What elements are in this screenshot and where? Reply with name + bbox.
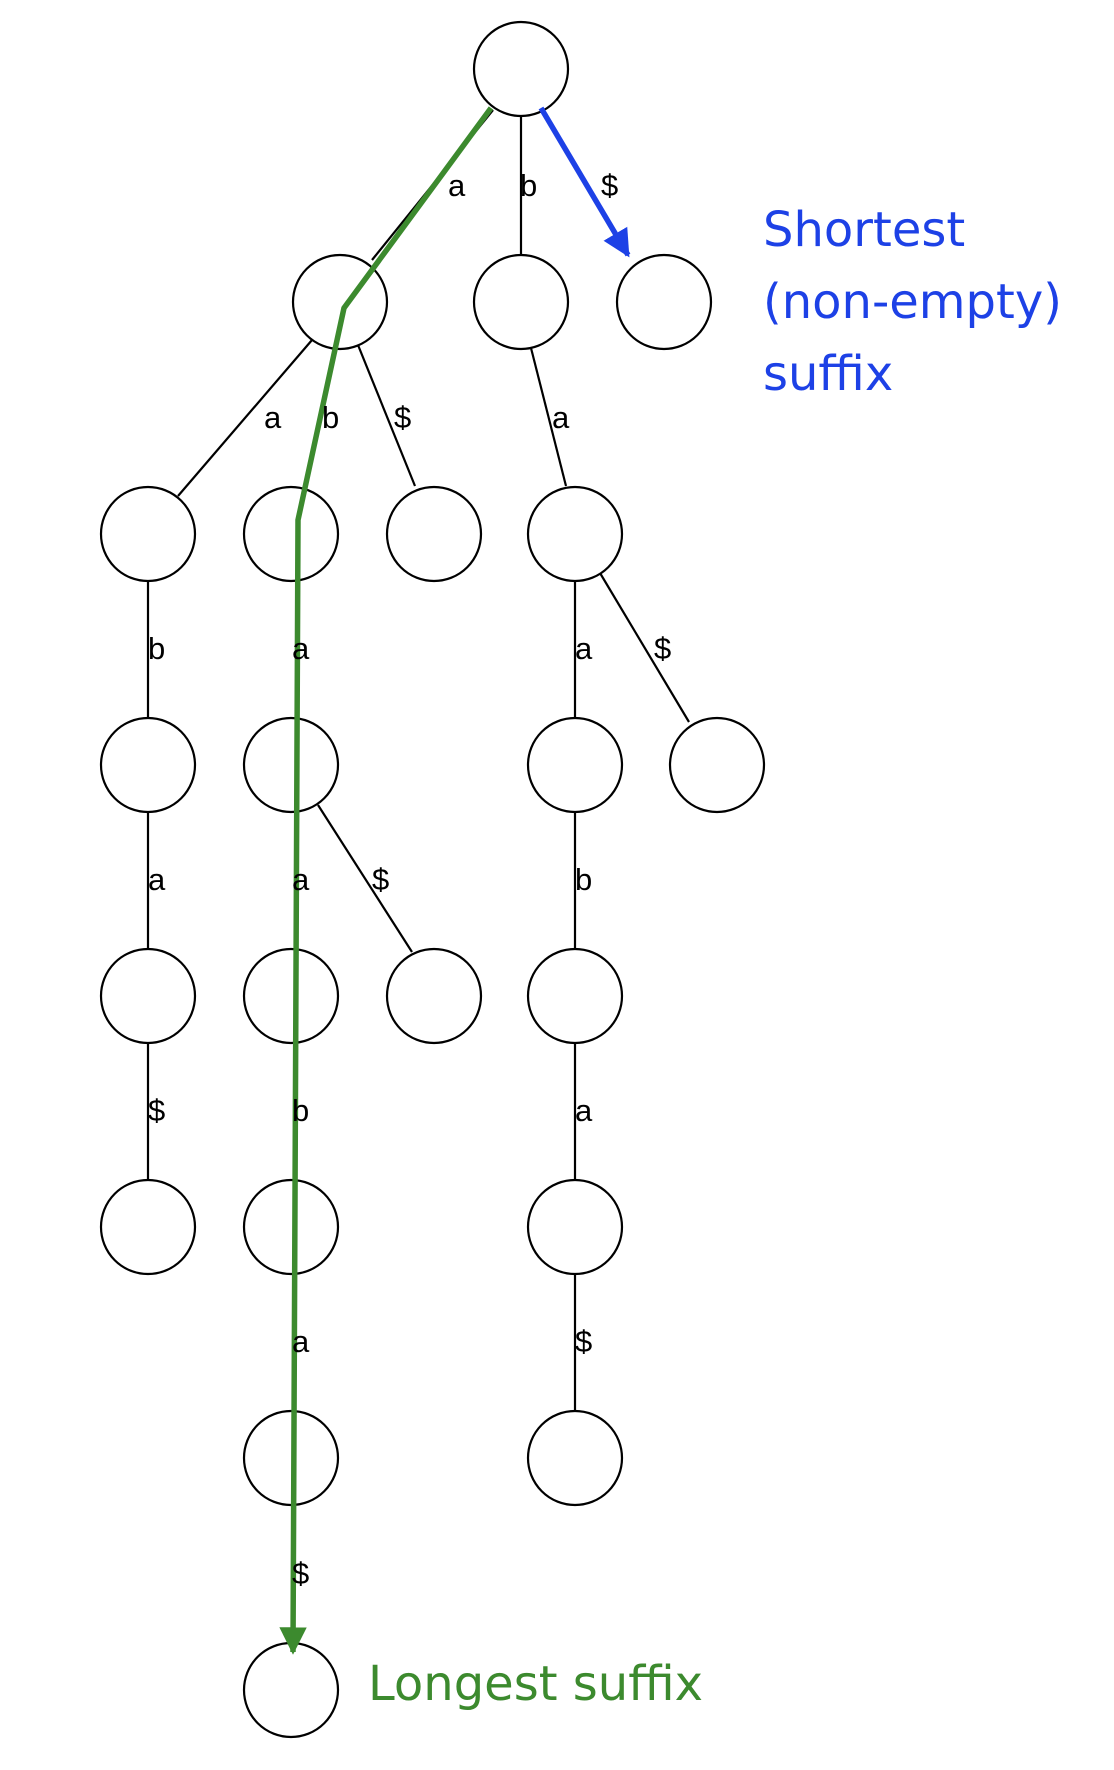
edge-label-aba-end: $ [372, 862, 389, 897]
node-baa [526, 716, 624, 814]
edge-label-aab-a: a [148, 862, 166, 897]
node-baab [526, 947, 624, 1045]
edge-label-aaba-end: $ [148, 1093, 165, 1128]
edge-b-a [529, 347, 568, 487]
tree-nodes [99, 20, 766, 1739]
shortest-caption-line-1: Shortest [763, 202, 966, 258]
node-ab [242, 485, 340, 583]
edge-label-abaaba-end: $ [292, 1556, 309, 1591]
node-a-end [385, 485, 483, 583]
edge-label-root-a: a [448, 168, 466, 203]
edge-a-end [356, 344, 417, 487]
node-baaba [526, 1178, 624, 1276]
edge-label-baa-b: b [575, 862, 592, 897]
node-abaab [242, 1178, 340, 1276]
edge-label-baab-a: a [575, 1093, 593, 1128]
shortest-suffix-caption: Shortest (non-empty) suffix [763, 194, 1062, 410]
node-baaba-end [526, 1409, 624, 1507]
node-ba-end [668, 716, 766, 814]
edge-label-b-a: a [552, 400, 570, 435]
node-aba [242, 716, 340, 814]
node-end [615, 253, 713, 351]
edge-labels: a b $ a b $ a b a a $ a a $ b $ b a a $ … [148, 168, 671, 1591]
shortest-suffix-arrow [538, 106, 631, 258]
edge-label-aba-a: a [292, 862, 310, 897]
edge-label-a-end: $ [394, 400, 411, 435]
longest-suffix-caption: Longest suffix [368, 1656, 704, 1712]
node-aaba [99, 947, 197, 1045]
node-root [472, 20, 570, 118]
node-aba-end [385, 947, 483, 1045]
longest-suffix-path [279, 106, 494, 1655]
tree-edges [146, 109, 690, 1412]
edge-label-root-b: b [520, 168, 537, 203]
edge-aba-end [317, 804, 413, 953]
node-abaa [242, 947, 340, 1045]
node-aa [99, 485, 197, 583]
node-ba [526, 485, 624, 583]
edge-label-root-end: $ [601, 168, 618, 203]
edge-label-aa-b: b [148, 631, 165, 666]
edge-label-ba-end: $ [654, 631, 671, 666]
edge-label-a-b: b [322, 400, 339, 435]
edge-label-abaa-b: b [292, 1093, 309, 1128]
shortest-caption-line-2: (non-empty) [763, 274, 1062, 330]
edge-label-ba-a: a [575, 631, 593, 666]
node-aab [99, 716, 197, 814]
node-aaba-end [99, 1178, 197, 1276]
shortest-caption-line-3: suffix [763, 346, 894, 402]
edge-ba-end [599, 572, 690, 723]
node-abaaba-end [242, 1641, 340, 1739]
node-b [472, 253, 570, 351]
edge-label-a-a: a [264, 400, 282, 435]
edge-a-a [177, 339, 313, 497]
edge-label-abaab-a: a [292, 1324, 310, 1359]
edge-label-ab-a: a [292, 631, 310, 666]
edge-label-baaba-end: $ [575, 1324, 592, 1359]
